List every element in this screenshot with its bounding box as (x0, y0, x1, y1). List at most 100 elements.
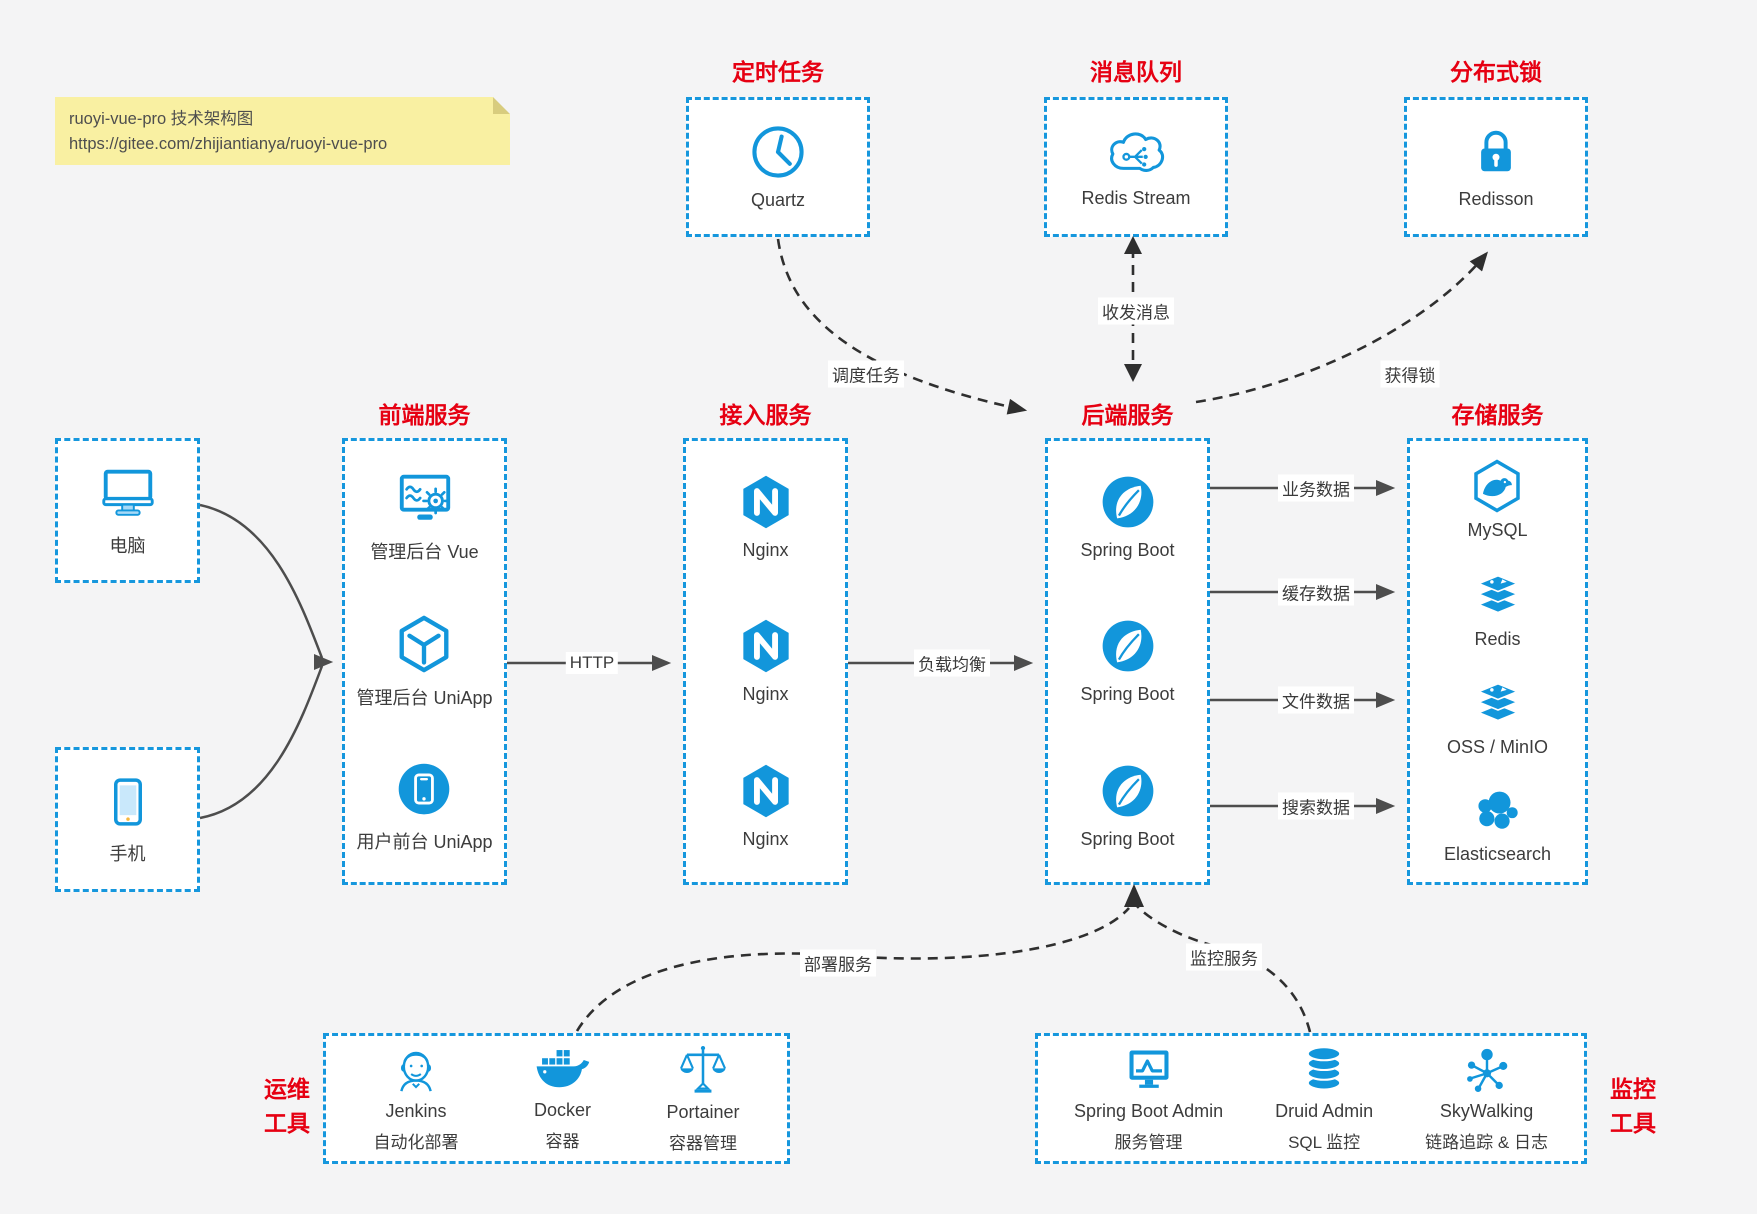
desktop-icon (101, 469, 154, 516)
node-spring-boot-admin: Spring Boot Admin 服务管理 (1074, 1044, 1223, 1153)
nginx-icon (737, 762, 795, 820)
druid-icon (1306, 1046, 1342, 1091)
group-access: Nginx Nginx Nginx (683, 438, 848, 885)
portainer-icon (680, 1046, 726, 1093)
arrowhead-up-to-mq (1124, 236, 1142, 254)
node-label: Jenkins (385, 1101, 447, 1122)
node-mobile: 手机 (100, 773, 156, 866)
node-desc: 链路追踪 & 日志 (1425, 1132, 1548, 1152)
group-title-frontend: 前端服务 (378, 402, 471, 428)
node-label: Nginx (742, 684, 789, 705)
group-scheduled-tasks: Quartz (686, 97, 870, 237)
node-label: Redis Stream (1081, 188, 1191, 208)
node-skywalking: SkyWalking 链路追踪 & 日志 (1425, 1044, 1548, 1153)
group-ops-tools: Jenkins 自动化部署 Docker 容器 (323, 1033, 790, 1164)
edge-label-deploy: 部署服务 (800, 949, 876, 977)
node-label: Spring Boot (1080, 684, 1175, 705)
node-desc: 服务管理 (1114, 1132, 1183, 1152)
node-user-uniapp: 用户前台 UniApp (356, 759, 493, 854)
group-storage: MySQL Redis OSS / MinIO Elasticsearch (1407, 438, 1588, 885)
node-label: Quartz (750, 190, 806, 210)
edge-label-file-data: 文件数据 (1278, 686, 1354, 714)
node-label: SkyWalking (1439, 1101, 1534, 1122)
edge-label-business-data: 业务数据 (1278, 474, 1354, 502)
edge-label-message: 收发消息 (1098, 297, 1174, 325)
edge-mobile-to-frontend (199, 665, 324, 820)
node-mysql: MySQL (1467, 458, 1528, 541)
group-backend: Spring Boot Spring Boot Spring Boot (1045, 438, 1210, 885)
node-spring-boot-3: Spring Boot (1080, 762, 1175, 850)
nginx-icon (737, 617, 795, 675)
sticky-note: ruoyi-vue-pro 技术架构图 https://gitee.com/zh… (55, 97, 510, 165)
clock-icon (752, 126, 804, 178)
edge-label-load-balance: 负载均衡 (914, 649, 990, 677)
node-admin-vue: 管理后台 Vue (370, 469, 479, 564)
node-nginx-2: Nginx (737, 617, 795, 705)
redis-icon (1470, 567, 1526, 623)
group-title-scheduled-tasks: 定时任务 (732, 59, 824, 85)
node-redis-stream: Redis Stream (1081, 125, 1191, 209)
group-distributed-lock: Redisson (1404, 97, 1588, 237)
node-quartz: Quartz (749, 123, 807, 211)
node-admin-uniapp: 管理后台 UniApp (356, 613, 493, 710)
node-label: Spring Boot (1080, 540, 1175, 561)
group-title-distributed-lock: 分布式锁 (1450, 59, 1542, 85)
edge-acquire-lock (1195, 251, 1489, 404)
note-title: ruoyi-vue-pro 技术架构图 (69, 110, 254, 128)
skywalking-icon (1466, 1049, 1507, 1093)
uniapp-cube-icon (400, 615, 449, 673)
spring-boot-icon (1099, 617, 1157, 675)
client-pc: 电脑 (55, 438, 200, 583)
node-label: 手机 (109, 844, 146, 864)
group-message-queue: Redis Stream (1044, 97, 1228, 237)
node-label: Portainer (666, 1102, 740, 1123)
node-label: 用户前台 UniApp (356, 831, 493, 852)
node-desc: 容器管理 (668, 1133, 737, 1153)
edge-label-cache-data: 缓存数据 (1278, 578, 1354, 606)
node-label: 电脑 (109, 536, 146, 556)
node-label: Redisson (1458, 189, 1534, 209)
node-label: Elasticsearch (1443, 844, 1552, 865)
node-desc: SQL 监控 (1288, 1132, 1361, 1152)
monitor-tools-label: 监控 工具 (1610, 1076, 1656, 1136)
edge-label-monitor: 监控服务 (1186, 943, 1262, 971)
user-uniapp-icon (399, 763, 450, 814)
docker-icon (537, 1050, 590, 1088)
arrowhead-down-to-backend (1124, 364, 1142, 382)
arrowhead-up-to-backend (1124, 884, 1144, 907)
group-title-access: 接入服务 (719, 402, 812, 428)
node-redis: Redis (1470, 567, 1526, 650)
note-url: https://gitee.com/zhijiantianya/ruoyi-vu… (69, 134, 388, 153)
node-docker: Docker 容器 (533, 1045, 591, 1152)
group-title-message-queue: 消息队列 (1090, 59, 1182, 85)
edge-pc-to-frontend (199, 503, 324, 659)
edge-label-search-data: 搜索数据 (1278, 792, 1354, 820)
node-label: 管理后台 UniApp (356, 687, 493, 708)
elasticsearch-icon (1478, 791, 1519, 829)
node-jenkins: Jenkins 自动化部署 (373, 1044, 458, 1153)
node-druid-admin: Druid Admin SQL 监控 (1275, 1044, 1373, 1153)
nginx-icon (737, 473, 795, 531)
spring-boot-icon (1099, 762, 1157, 820)
group-title-backend: 后端服务 (1081, 402, 1174, 428)
group-monitor-tools: Spring Boot Admin 服务管理 Druid Admin SQL 监… (1035, 1033, 1587, 1164)
node-oss-minio: OSS / MinIO (1447, 675, 1548, 758)
jenkins-icon (400, 1051, 432, 1092)
node-label: Druid Admin (1275, 1101, 1374, 1122)
oss-minio-icon (1470, 675, 1526, 731)
node-label: Redis (1474, 628, 1521, 649)
node-spring-boot-1: Spring Boot (1080, 473, 1175, 561)
edge-label-schedule: 调度任务 (828, 360, 904, 388)
node-desc: 容器 (545, 1131, 580, 1151)
edge-label-lock: 获得锁 (1380, 360, 1440, 388)
node-nginx-3: Nginx (737, 762, 795, 850)
node-desc: 自动化部署 (373, 1132, 459, 1152)
group-title-storage: 存储服务 (1451, 402, 1544, 428)
node-label: OSS / MinIO (1446, 737, 1549, 758)
node-elasticsearch: Elasticsearch (1444, 784, 1551, 865)
node-pc: 电脑 (97, 463, 159, 558)
node-label: Spring Boot (1080, 828, 1175, 849)
cloud-stream-icon (1110, 132, 1165, 172)
node-portainer: Portainer 容器管理 (666, 1043, 740, 1154)
